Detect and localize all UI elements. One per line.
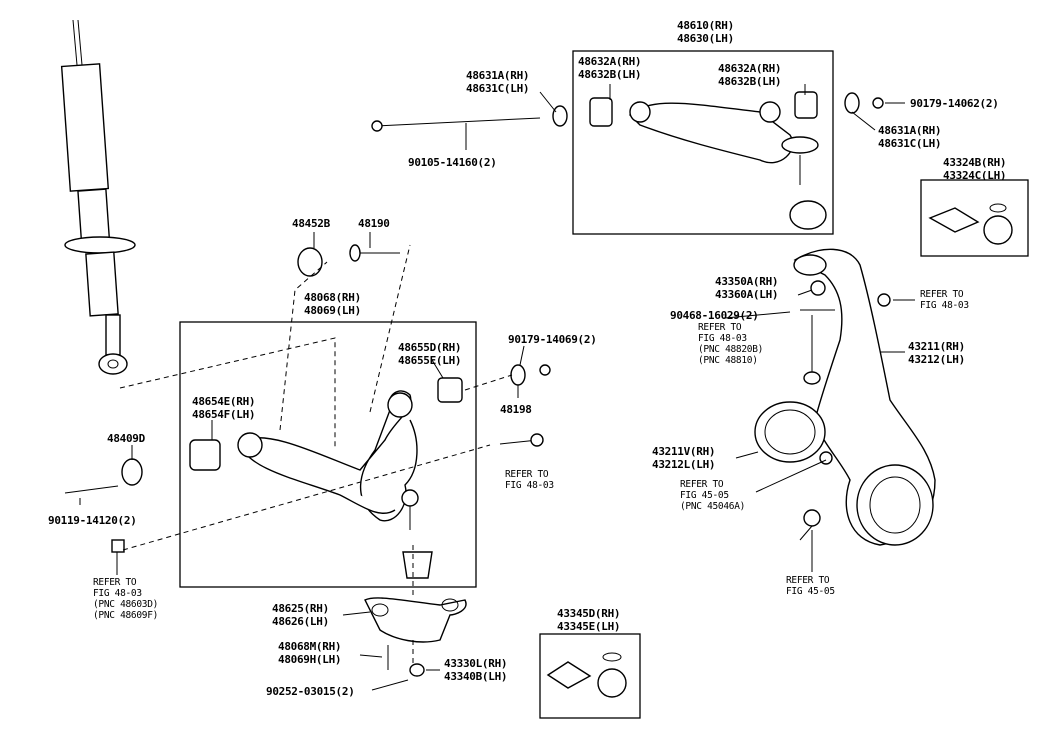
- label-refer-48-03-b-line2: FIG 48-03: [93, 588, 142, 599]
- label-ball-joint-48625: 48625(RH): [272, 602, 329, 615]
- upper-arm-frame: [572, 50, 834, 235]
- label-washer-48631c-right: 48631C(LH): [878, 137, 942, 150]
- label-refer-48-03-a-line2: FIG 48-03: [505, 480, 554, 491]
- label-bolt-90105-14160: 90105-14160(2): [408, 156, 497, 169]
- label-refer-48-03-a-line1: REFER TO: [505, 469, 549, 480]
- kit-43324-frame: [920, 179, 1029, 257]
- label-nut-43350a: 43350A(RH): [715, 275, 779, 288]
- label-refer-48-03-b-line4: (PNC 48609F): [93, 610, 159, 621]
- label-knuckle-43212: 43212(LH): [908, 353, 965, 366]
- knuckle-drawing: [793, 248, 936, 546]
- label-refer-48-03-c-line1: REFER TO: [698, 322, 742, 333]
- label-bolt-90119-14120: 90119-14120(2): [48, 514, 137, 527]
- label-nut-43360a: 43360A(LH): [715, 288, 779, 301]
- label-seal-43212l: 43212L(LH): [652, 458, 716, 471]
- label-lower-arm-rh: 48068(RH): [304, 291, 361, 304]
- label-kit-43324b: 43324B(RH): [943, 156, 1007, 169]
- label-refer-48-03-c-line2: FIG 48-03: [698, 333, 747, 344]
- label-cam-48409d: 48409D: [107, 432, 145, 445]
- label-refer-45-05-a-line3: (PNC 45046A): [680, 501, 746, 512]
- label-refer-45-05-a-line2: FIG 45-05: [680, 490, 729, 501]
- lower-arm-frame: [179, 321, 477, 588]
- label-bolt-48190: 48190: [358, 217, 390, 230]
- label-refer-48-03-b-line1: REFER TO: [93, 577, 137, 588]
- label-pin-90252-03015: 90252-03015(2): [266, 685, 355, 698]
- label-washer-48631a-right: 48631A(RH): [878, 124, 942, 137]
- label-kit-43345e: 43345E(LH): [557, 620, 621, 633]
- label-pin-90468-16029: 90468-16029(2): [670, 309, 759, 322]
- label-upper-arm-rh: 48610(RH): [677, 19, 734, 32]
- label-bush-48632b-left: 48632B(LH): [578, 68, 642, 81]
- label-refer-48-03-d-line2: FIG 48-03: [920, 300, 969, 311]
- kit-43345-frame: [539, 633, 641, 719]
- label-cam-48198: 48198: [500, 403, 532, 416]
- label-ball-joint-48626: 48626(LH): [272, 615, 329, 628]
- label-seal-43211v: 43211V(RH): [652, 445, 716, 458]
- label-refer-48-03-c-line3: (PNC 48820B): [698, 344, 764, 355]
- label-bush-48655e: 48655E(LH): [398, 354, 462, 367]
- label-refer-45-05-b-line1: REFER TO: [786, 575, 830, 586]
- label-nut-43340b: 43340B(LH): [444, 670, 508, 683]
- label-refer-48-03-c-line4: (PNC 48810): [698, 355, 758, 366]
- label-nut-90179-14062: 90179-14062(2): [910, 97, 999, 110]
- label-bush-48632a-right: 48632A(RH): [718, 62, 782, 75]
- label-upper-arm-lh: 48630(LH): [677, 32, 734, 45]
- label-washer-48631a-left: 48631A(RH): [466, 69, 530, 82]
- upper-arm-drawing: [589, 91, 827, 230]
- label-cam-48452b: 48452B: [292, 217, 330, 230]
- label-bush-48632b-right: 48632B(LH): [718, 75, 782, 88]
- label-bush-48632a-left: 48632A(RH): [578, 55, 642, 68]
- shock-absorber-drawing: [60, 19, 136, 375]
- label-nut-43330l: 43330L(RH): [444, 657, 508, 670]
- label-lower-arm-lh: 48069(LH): [304, 304, 361, 317]
- label-bush-48654e: 48654E(RH): [192, 395, 256, 408]
- label-refer-45-05-a-line1: REFER TO: [680, 479, 724, 490]
- label-bolt-48069h: 48069H(LH): [278, 653, 342, 666]
- label-refer-48-03-b-line3: (PNC 48603D): [93, 599, 159, 610]
- label-refer-48-03-d-line1: REFER TO: [920, 289, 964, 300]
- label-nut-90179-14069: 90179-14069(2): [508, 333, 597, 346]
- label-bush-48654f: 48654F(LH): [192, 408, 256, 421]
- label-kit-43345d: 43345D(RH): [557, 607, 621, 620]
- label-knuckle-43211: 43211(RH): [908, 340, 965, 353]
- label-bolt-48068m: 48068M(RH): [278, 640, 342, 653]
- label-washer-48631c-left: 48631C(LH): [466, 82, 530, 95]
- label-kit-43324c: 43324C(LH): [943, 169, 1007, 182]
- label-bush-48655d: 48655D(RH): [398, 341, 462, 354]
- label-refer-45-05-b-line2: FIG 45-05: [786, 586, 835, 597]
- lower-arm-drawing: [189, 377, 463, 579]
